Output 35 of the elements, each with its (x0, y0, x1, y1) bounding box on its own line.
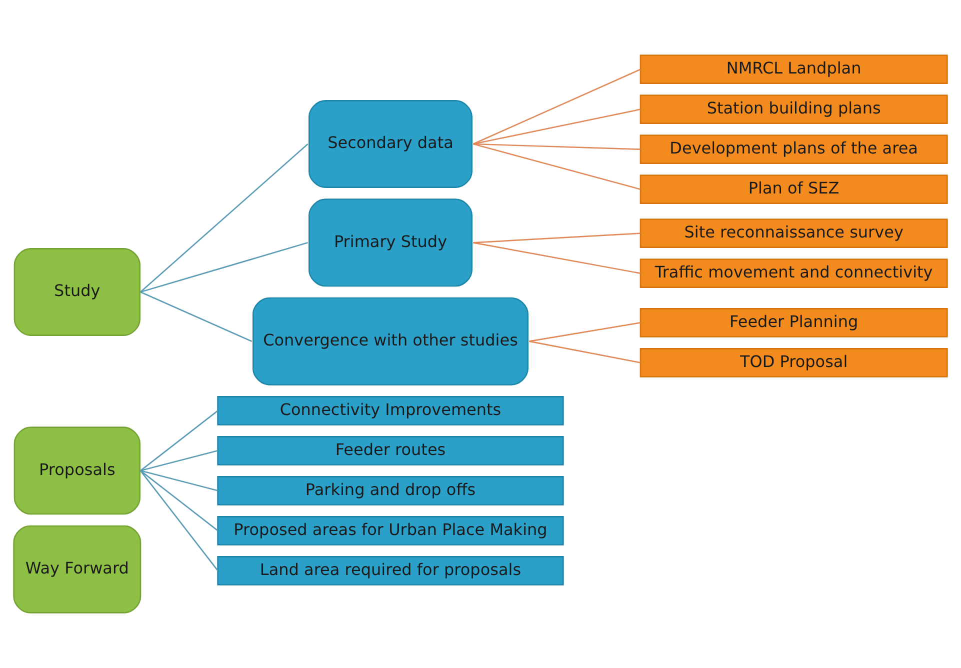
node-box: Convergence with other studies (252, 297, 528, 386)
node-box: Connectivity Improvements (217, 396, 564, 426)
connector (140, 144, 308, 292)
connector (473, 143, 641, 150)
node-box: Proposals (14, 426, 140, 515)
node-box: Site reconnaissance survey (640, 218, 948, 248)
node-box: Feeder Planning (640, 308, 948, 338)
node-box: Feeder routes (217, 436, 564, 466)
node-box: Development plans of the area (640, 134, 948, 164)
connector (140, 291, 252, 342)
node-box: Parking and drop offs (217, 476, 564, 506)
connector (473, 242, 641, 274)
node-box: NMRCL Landplan (640, 54, 948, 84)
node-box: Station building plans (640, 94, 948, 124)
connector (140, 242, 308, 293)
node-box: Plan of SEZ (640, 174, 948, 204)
connector (473, 232, 641, 244)
connector (140, 410, 218, 472)
connector (472, 68, 641, 145)
connector (529, 340, 641, 364)
node-box: Traffic movement and connectivity (640, 258, 948, 288)
connector (140, 470, 218, 492)
connector (140, 470, 218, 572)
node-box: Proposed areas for Urban Place Making (217, 516, 564, 546)
connector (473, 108, 641, 145)
connector (140, 470, 218, 532)
connector (473, 143, 641, 190)
node-box: Primary Study (308, 198, 472, 287)
node-box: TOD Proposal (640, 348, 948, 378)
node-box: Study (14, 248, 140, 336)
node-box: Land area required for proposals (217, 556, 564, 586)
node-box: Secondary data (308, 100, 472, 188)
node-box: Way Forward (13, 525, 142, 614)
connector (529, 322, 641, 342)
connector (140, 450, 218, 472)
